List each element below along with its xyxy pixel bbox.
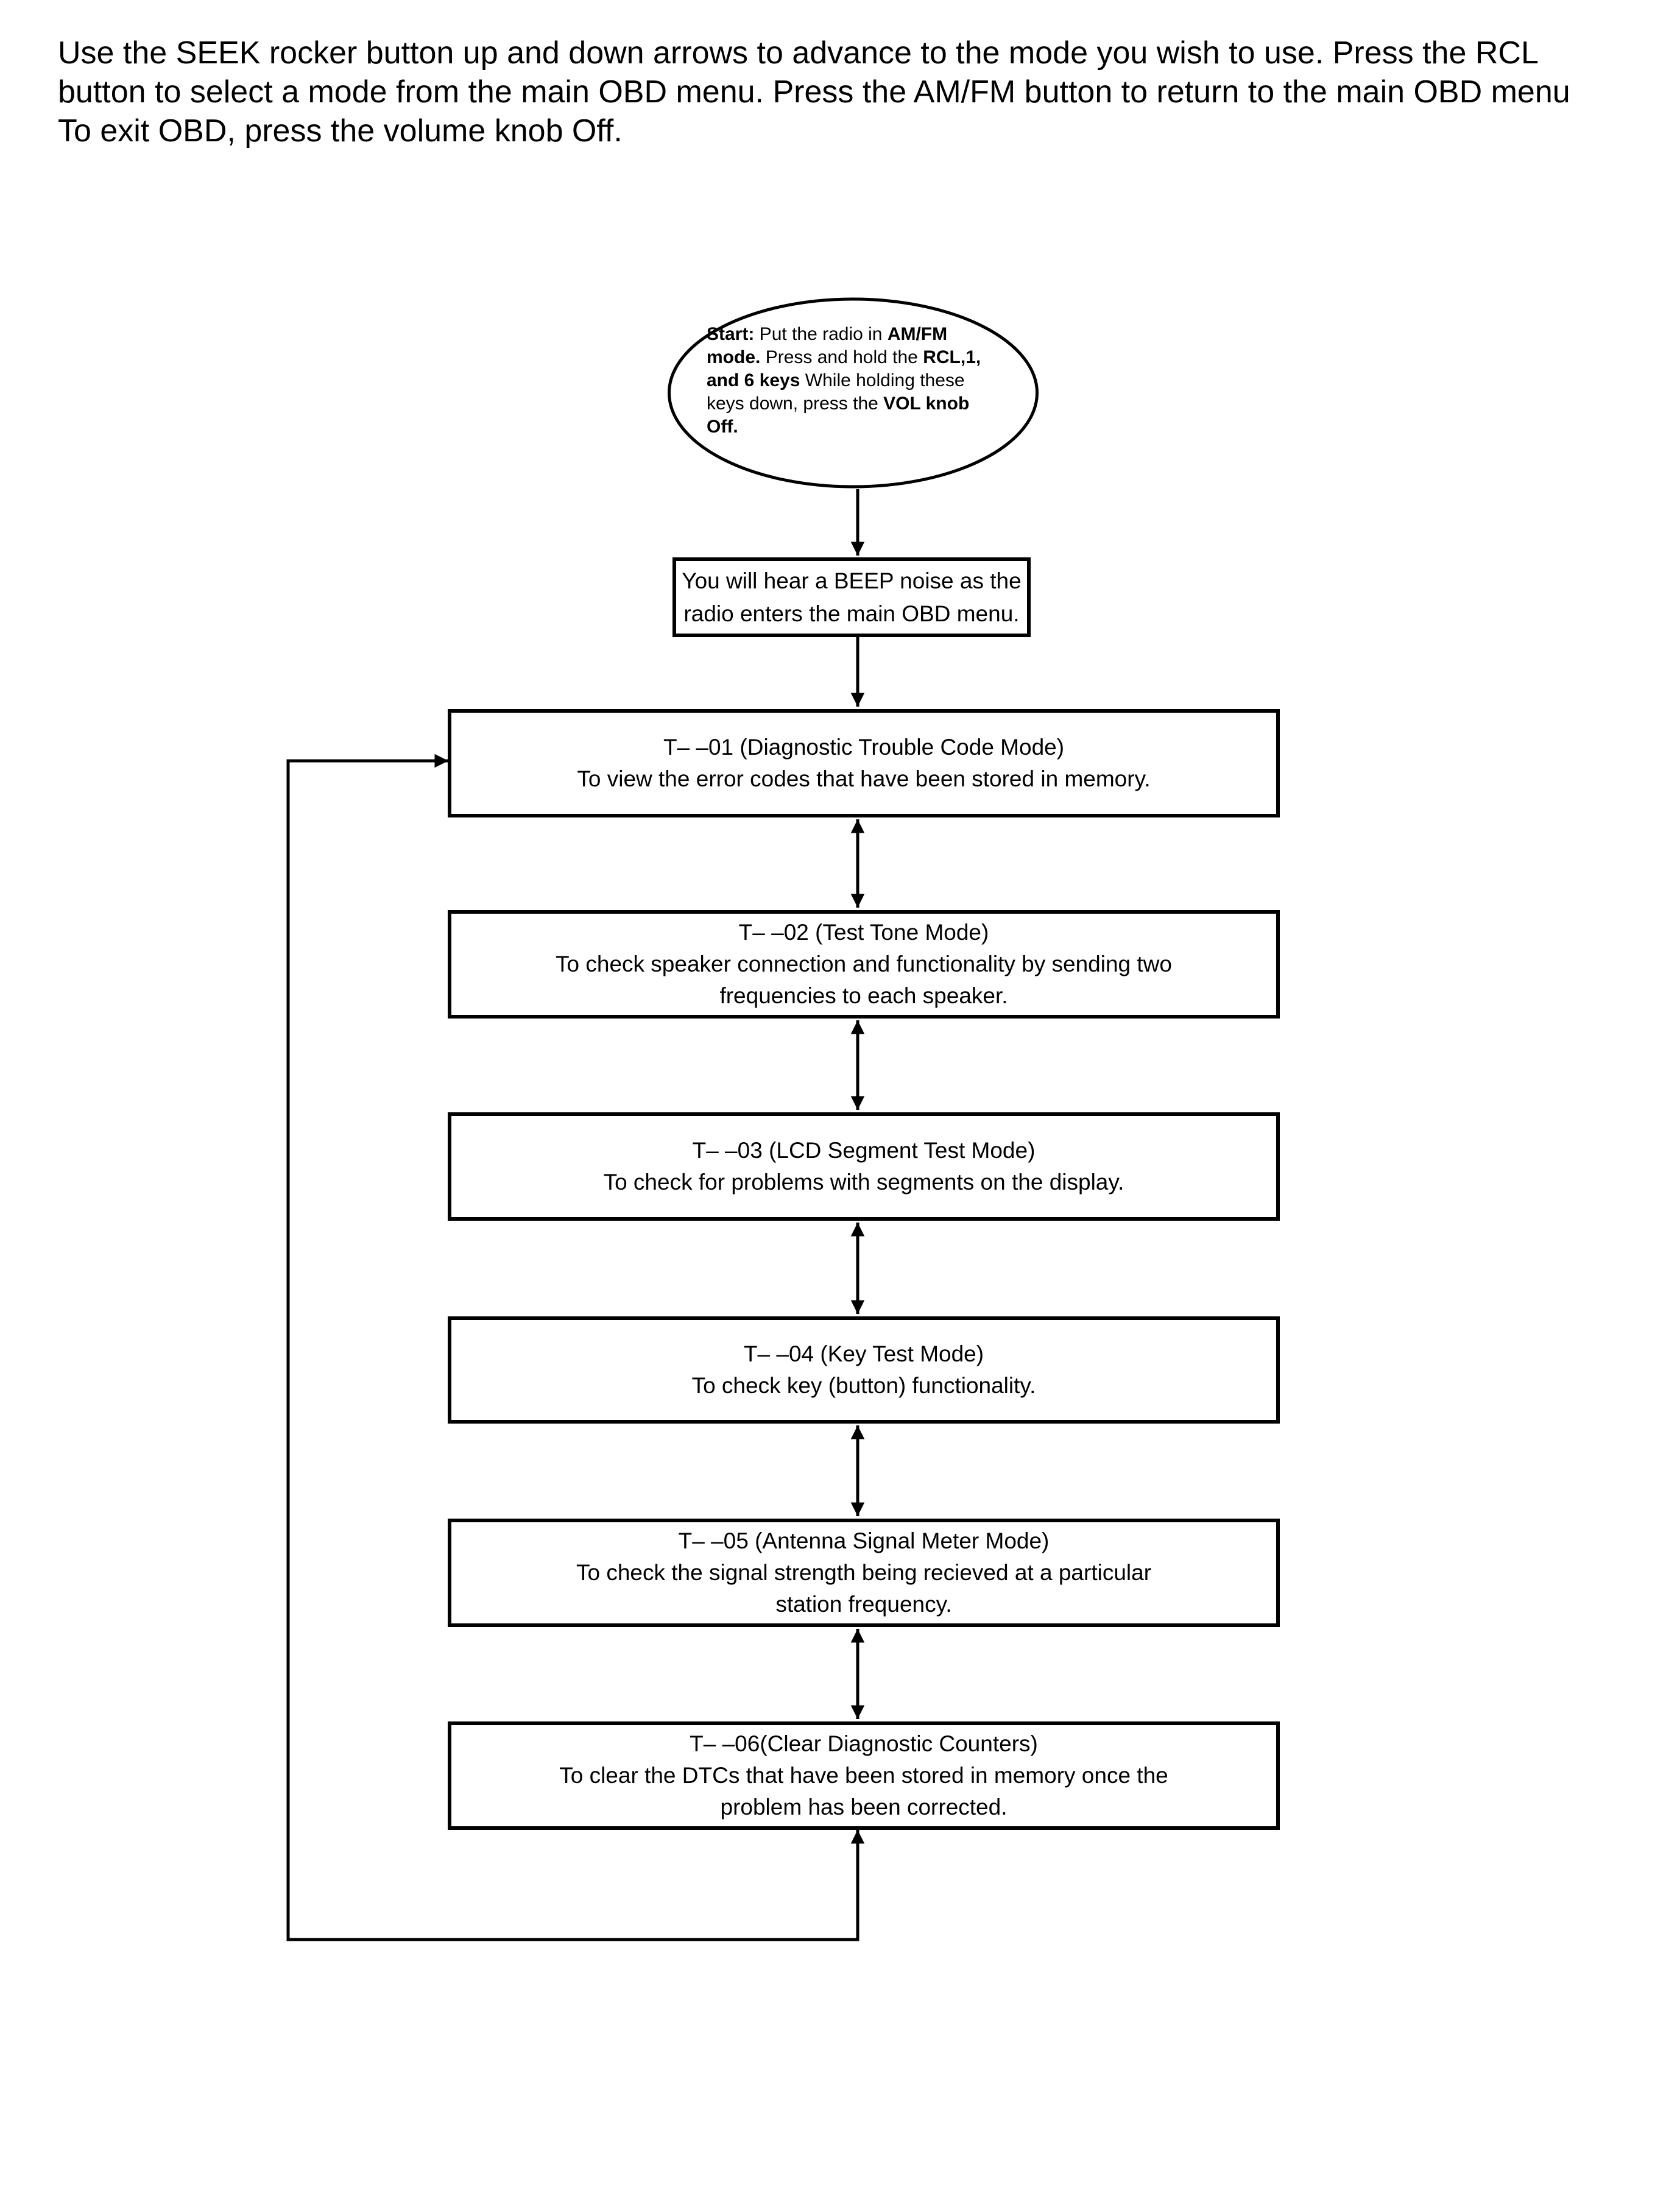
start-node bbox=[666, 297, 1040, 489]
beep-line-1: You will hear a BEEP noise as the bbox=[682, 568, 1022, 593]
mode-04-title: T– –04 (Key Test Mode) bbox=[743, 1341, 984, 1366]
mode-02-desc-1: To check speaker connection and function… bbox=[556, 951, 1172, 976]
mode-06-desc-1: To clear the DTCs that have been stored … bbox=[559, 1763, 1168, 1788]
mode-05-desc-1: To check the signal strength being recie… bbox=[576, 1560, 1152, 1585]
mode-05-title: T– –05 (Antenna Signal Meter Mode) bbox=[678, 1528, 1050, 1553]
mode-box-01: T– –01 (Diagnostic Trouble Code Mode) To… bbox=[448, 709, 1280, 817]
mode-box-04: T– –04 (Key Test Mode) To check key (but… bbox=[448, 1316, 1280, 1424]
beep-box: You will hear a BEEP noise as the radio … bbox=[672, 557, 1031, 637]
mode-02-title: T– –02 (Test Tone Mode) bbox=[738, 920, 989, 945]
intro-instructions: Use the SEEK rocker button up and down a… bbox=[58, 34, 1654, 150]
intro-line-1: Use the SEEK rocker button up and down a… bbox=[58, 35, 1539, 71]
mode-box-05: T– –05 (Antenna Signal Meter Mode) To ch… bbox=[448, 1519, 1280, 1627]
mode-05-desc-2: station frequency. bbox=[775, 1592, 952, 1617]
mode-01-title: T– –01 (Diagnostic Trouble Code Mode) bbox=[663, 735, 1065, 760]
start-ellipse bbox=[668, 297, 1039, 489]
intro-line-3: To exit OBD, press the volume knob Off. bbox=[58, 113, 623, 149]
mode-03-title: T– –03 (LCD Segment Test Mode) bbox=[692, 1138, 1036, 1163]
intro-line-2: button to select a mode from the main OB… bbox=[58, 74, 1570, 110]
mode-box-03: T– –03 (LCD Segment Test Mode) To check … bbox=[448, 1112, 1280, 1221]
beep-line-2: radio enters the main OBD menu. bbox=[683, 601, 1020, 626]
loop-back-line bbox=[286, 754, 859, 1941]
mode-04-desc-1: To check key (button) functionality. bbox=[691, 1373, 1036, 1398]
mode-box-02: T– –02 (Test Tone Mode) To check speaker… bbox=[448, 910, 1280, 1019]
mode-06-desc-2: problem has been corrected. bbox=[720, 1795, 1008, 1820]
start-text: Start: Put the radio in AM/FM mode. Pres… bbox=[707, 324, 981, 437]
mode-box-06: T– –06(Clear Diagnostic Counters) To cle… bbox=[448, 1721, 1280, 1830]
mode-06-title: T– –06(Clear Diagnostic Counters) bbox=[690, 1731, 1038, 1756]
mode-01-desc-1: To view the error codes that have been s… bbox=[577, 766, 1151, 791]
mode-02-desc-2: frequencies to each speaker. bbox=[719, 983, 1008, 1008]
mode-03-desc-1: To check for problems with segments on t… bbox=[603, 1170, 1124, 1195]
